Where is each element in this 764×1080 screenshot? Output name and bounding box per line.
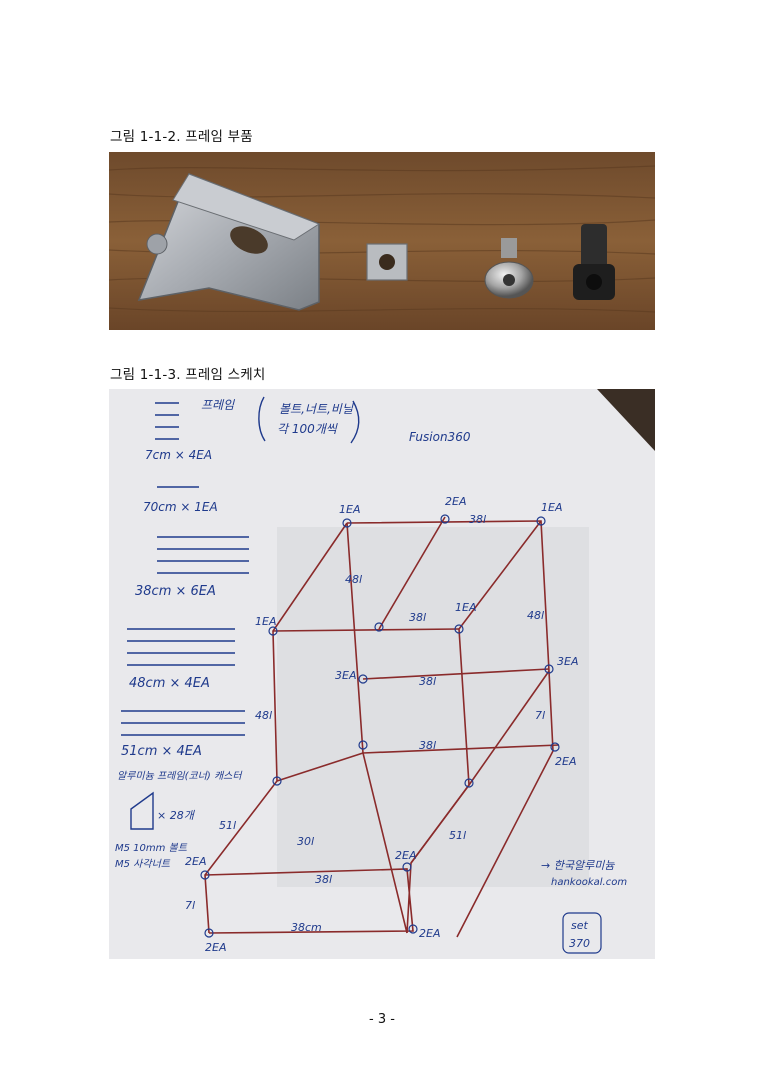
label-7-a: 7l [185,899,195,912]
label-48-a: 48l [345,573,362,586]
note-len-48: 48cm × 4EA [129,676,210,691]
label-ea-3: 1EA [541,501,562,514]
square-nut [366,243,408,281]
button-head-bolt [484,238,534,299]
figure-caption-parts: 그림 1-1-2. 프레임 부품 [110,129,253,145]
note-len-7: 7cm × 4EA [145,448,212,462]
frame-sketch-lines [204,516,560,938]
label-38-mid: 38l [409,611,426,624]
label-38cm: 38cm [291,921,322,934]
label-38-front: 38l [315,873,332,886]
note-bracket-qty: × 28개 [157,809,196,822]
note-fusion: Fusion360 [409,430,471,444]
label-ea-7: 3EA [335,669,356,682]
page-number: - 3 - [369,1012,395,1027]
label-ea-11: 2EA [205,941,226,954]
frame-sketch-photo: 프레임 볼트,너트,비닐 각 100개씩 Fusion360 7cm × 4EA… [109,389,655,959]
note-bolt-2: 각 100개씩 [277,422,339,436]
note-frame: 프레임 [201,398,235,412]
note-bracket: 알루미늄 프레임(코너) 캐스터 [117,770,243,782]
corner-bracket [137,173,321,311]
note-shop-1: → 한국알루미늄 [541,859,615,872]
label-ea-8: 2EA [555,755,576,768]
label-ea-9: 2EA [185,855,206,868]
figure-caption-sketch: 그림 1-1-3. 프레임 스케치 [110,367,266,383]
label-ea-12: 2EA [419,927,440,940]
note-m5-nut: M5 사각너트 [115,858,171,870]
label-ea-5: 1EA [455,601,476,614]
label-ea-6: 3EA [557,655,578,668]
frame-parts-photo [109,152,655,330]
label-51-b: 51l [449,829,466,842]
label-ea-4: 1EA [255,615,276,628]
note-shop-2: hankookal.com [551,877,627,888]
label-ea-1: 1EA [339,503,360,516]
note-len-51: 51cm × 4EA [121,744,202,759]
label-48-b: 48l [255,709,272,722]
label-48-c: 48l [527,609,544,622]
label-38-top: 38l [469,513,486,526]
label-30: 30l [297,835,314,848]
label-38-low: 38l [419,675,436,688]
label-51-a: 51l [219,819,236,832]
note-len-70: 70cm × 1EA [143,500,218,514]
label-ea-2: 2EA [445,495,466,508]
label-7-b: 7l [535,709,545,722]
socket-head-bolt [573,224,615,300]
label-38-base: 38l [419,739,436,752]
note-len-38: 38cm × 6EA [135,584,216,599]
note-bolt-1: 볼트,너트,비닐 [279,402,354,416]
note-set-price: 370 [569,937,590,950]
note-set: set [571,919,588,932]
label-ea-10: 2EA [395,849,416,862]
note-m5-bolt: M5 10mm 볼트 [115,842,188,854]
